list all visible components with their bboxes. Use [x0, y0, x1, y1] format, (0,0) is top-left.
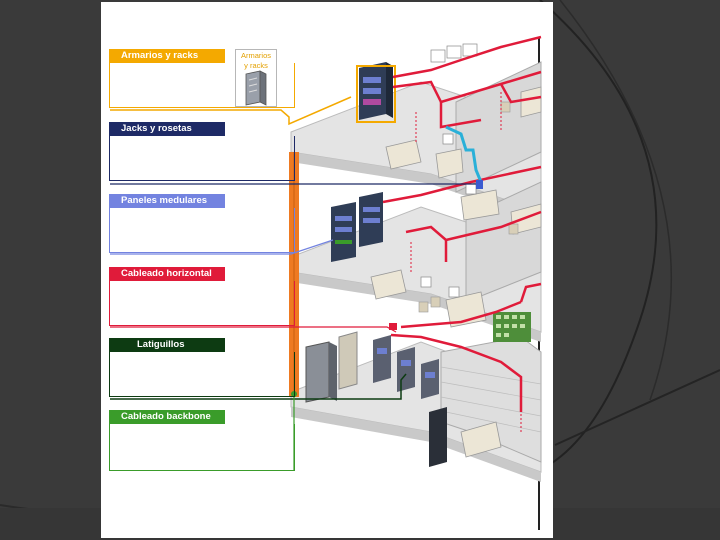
legend-armarios-racks: Armarios y racks: [109, 49, 295, 108]
legend-box: [109, 208, 295, 253]
legend-cableado-horizontal: Cableado horizontal: [109, 267, 295, 326]
legend-paneles-medulares: Paneles medulares: [109, 194, 295, 253]
legend-latiguillos: Latiguillos: [109, 338, 295, 397]
legend-label: Cableado horizontal: [109, 267, 225, 281]
rack-icon-box: Armarios y racks: [235, 49, 277, 107]
building-diagram: [110, 35, 542, 530]
legend-box: [109, 352, 295, 397]
legend-label: Armarios y racks: [109, 49, 225, 63]
legend-box: [109, 136, 295, 181]
legend-box: [109, 281, 295, 326]
rack-icon-label-1: Armarios: [240, 51, 271, 60]
legend-box: [109, 424, 295, 471]
legend-label: Paneles medulares: [109, 194, 225, 208]
slide: Armarios y racks Jacks y rosetas Paneles…: [101, 2, 553, 538]
legend-cableado-backbone: Cableado backbone: [109, 410, 295, 471]
legend-jacks-rosetas: Jacks y rosetas: [109, 122, 295, 181]
legend-box: [109, 63, 295, 108]
legend-label: Latiguillos: [109, 338, 225, 352]
legend-label: Jacks y rosetas: [109, 122, 225, 136]
rack-icon: [245, 70, 267, 106]
legend-label: Cableado backbone: [109, 410, 225, 424]
rack-icon-label-2: y racks: [244, 61, 268, 70]
